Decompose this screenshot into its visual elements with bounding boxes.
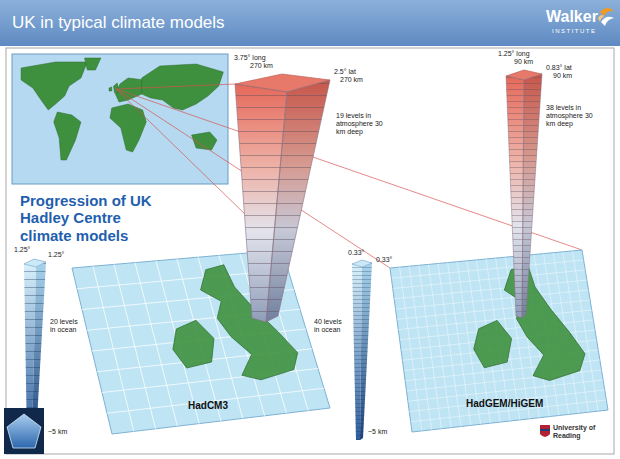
model-grid-panel: HadGEM/HiGEM <box>386 246 612 436</box>
dimension-label: 270 km <box>250 62 273 70</box>
level-note: 19 levels in atmosphere 30 km deep <box>336 112 386 136</box>
dimension-label: 2.5° lat <box>334 68 356 76</box>
level-note: 40 levels in ocean <box>314 318 348 334</box>
dimension-label: 270 km <box>340 76 363 84</box>
dimension-label: 0.33° <box>376 256 392 264</box>
slide-title: UK in typical climate models <box>12 13 225 33</box>
dimension-label: 0.33° <box>348 249 364 257</box>
ocean-column <box>352 260 372 440</box>
image-frame <box>6 48 614 454</box>
pentagon-icon <box>4 408 44 454</box>
dimension-label: 90 km <box>514 58 533 66</box>
dimension-label: 3.75° long <box>234 54 266 62</box>
logo-subtitle: INSTITUTE <box>552 28 597 35</box>
walker-icon <box>598 8 614 26</box>
level-note: 20 levels in ocean <box>50 318 84 334</box>
depth-label: ~5 km <box>368 428 387 436</box>
dimension-label: 1.25° <box>48 251 64 259</box>
reading-crest <box>540 425 550 437</box>
model-grid-panel: HadCM3 <box>68 246 334 438</box>
dimension-label: 90 km <box>553 72 572 80</box>
model-name: HadGEM/HiGEM <box>466 398 543 410</box>
model-name: HadCM3 <box>188 400 228 412</box>
dimension-label: 0.83° lat <box>546 64 572 72</box>
depth-label: ~5 km <box>48 428 67 436</box>
diagram-heading: Progression of UK Hadley Centre climate … <box>20 192 160 244</box>
logo-wordmark: Walker <box>546 8 598 26</box>
level-note: 38 levels in atmosphere 30 km deep <box>546 104 596 128</box>
dimension-label: 1.25° <box>14 246 30 254</box>
dimension-label: 1.25° long <box>498 50 530 58</box>
university-logo-text: University of Reading <box>553 424 599 440</box>
world-map <box>12 54 228 184</box>
